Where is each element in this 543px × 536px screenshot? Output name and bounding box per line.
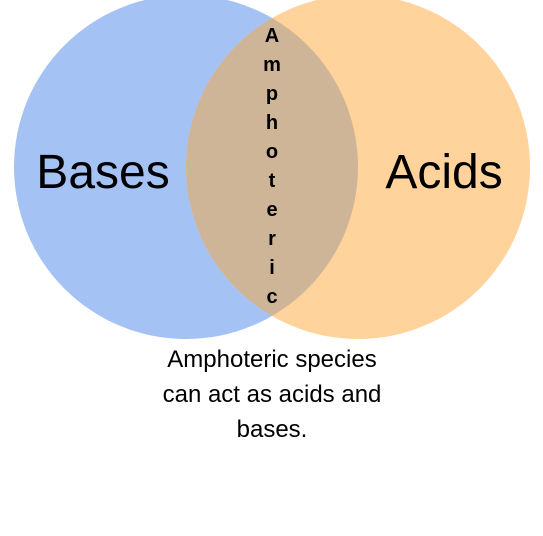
amphoteric-letter: p bbox=[266, 83, 278, 105]
caption-line: bases. bbox=[236, 416, 308, 443]
amphoteric-letter: m bbox=[263, 54, 281, 76]
caption-line: Amphoteric species bbox=[167, 346, 377, 373]
amphoteric-letter: e bbox=[266, 199, 277, 221]
amphoteric-overlap bbox=[186, 0, 358, 339]
acids-label: Acids bbox=[385, 146, 502, 199]
amphoteric-letter: i bbox=[269, 257, 275, 279]
caption-line: can act as acids and bbox=[162, 381, 382, 408]
amphoteric-letter: A bbox=[265, 25, 279, 47]
caption: Amphoteric species can act as acids and … bbox=[136, 342, 408, 447]
bases-label: Bases bbox=[36, 146, 169, 199]
amphoteric-letter: t bbox=[269, 170, 276, 192]
amphoteric-letter: o bbox=[266, 141, 278, 163]
amphoteric-letter: h bbox=[266, 112, 278, 134]
amphoteric-letter: c bbox=[266, 286, 277, 308]
amphoteric-letter: r bbox=[268, 228, 276, 250]
